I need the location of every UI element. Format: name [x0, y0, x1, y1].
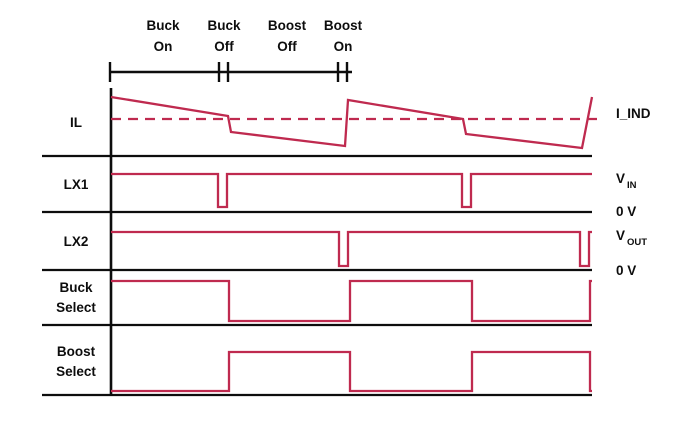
label-v-in: V — [616, 171, 625, 186]
row-labels: IL LX1 LX2 Buck Select Boost Select — [56, 115, 96, 379]
row-label-il: IL — [70, 115, 82, 130]
phase-label-boost-on-line1: Boost — [324, 18, 363, 33]
label-v-in-subscript: IN — [627, 180, 637, 191]
row-label-buck-select-line2: Select — [56, 300, 96, 315]
row-label-buck-select-line1: Buck — [59, 280, 93, 295]
waveform-lx2 — [111, 230, 592, 268]
phase-label-buck-on-line2: On — [154, 39, 173, 54]
phase-marker-group — [108, 62, 352, 82]
row-separators — [42, 154, 592, 397]
phase-label-buck-on-line1: Buck — [146, 18, 180, 33]
phase-label-buck-off-line1: Buck — [207, 18, 241, 33]
phase-label-boost-on-line2: On — [334, 39, 353, 54]
row-label-lx1: LX1 — [64, 177, 89, 192]
phase-label-buck-off-line2: Off — [214, 39, 234, 54]
right-side-labels: I_IND V IN 0 V V OUT 0 V — [616, 106, 651, 278]
waveform-il — [110, 95, 594, 150]
row-label-boost-select-line1: Boost — [57, 344, 96, 359]
label-lx2-zero-volt: 0 V — [616, 263, 636, 278]
waveform-buck-select — [111, 279, 592, 323]
label-v-out-subscript: OUT — [627, 237, 647, 248]
phase-labels: Buck On Buck Off Boost Off Boost On — [146, 18, 362, 54]
row-label-lx2: LX2 — [64, 234, 89, 249]
waveform-boost-select — [111, 350, 592, 393]
waveform-il-group — [110, 95, 604, 150]
label-i-ind: I_IND — [616, 106, 651, 121]
label-lx1-zero-volt: 0 V — [616, 204, 636, 219]
label-v-out: V — [616, 228, 625, 243]
phase-label-boost-off-line2: Off — [277, 39, 297, 54]
row-label-boost-select-line2: Select — [56, 364, 96, 379]
phase-label-boost-off-line1: Boost — [268, 18, 307, 33]
waveform-lx1 — [111, 172, 592, 209]
